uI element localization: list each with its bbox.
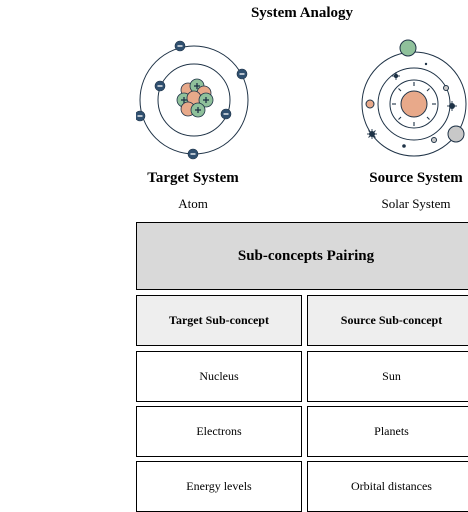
planet-icon	[443, 85, 449, 91]
planet-icon	[447, 125, 465, 143]
source-subconcept-cell: Orbital distances	[307, 461, 468, 512]
star-icon	[424, 62, 428, 66]
target-subconcept-cell: Nucleus	[136, 351, 302, 402]
target-subconcept-cell: Energy levels	[136, 461, 302, 512]
atom-icon	[136, 40, 249, 160]
sun-ring	[389, 79, 439, 129]
target-system-name: Atom	[178, 196, 208, 211]
star-icon	[402, 144, 406, 148]
planet-icon	[399, 39, 417, 57]
nucleus	[176, 78, 214, 118]
planet-icon	[365, 99, 375, 109]
source-subconcept-cell: Planets	[307, 406, 468, 457]
planets	[365, 39, 465, 143]
planet-icon	[431, 137, 437, 143]
diagram-title: System Analogy	[250, 5, 354, 21]
inner-orbit	[157, 63, 231, 137]
source-subconcept-cell: Sun	[307, 351, 468, 402]
source-system-name: Solar System	[381, 196, 451, 211]
pairing-header: Sub-concepts Pairing	[136, 222, 468, 290]
target-system-label: Target System	[147, 170, 239, 186]
sun-icon	[392, 82, 436, 126]
source-system-label: Source System	[369, 170, 463, 186]
solar-system-icon	[361, 39, 467, 157]
source-column-header: Source Sub-concept	[307, 295, 468, 346]
target-column-header: Target Sub-concept	[136, 295, 302, 346]
target-subconcept-cell: Electrons	[136, 406, 302, 457]
